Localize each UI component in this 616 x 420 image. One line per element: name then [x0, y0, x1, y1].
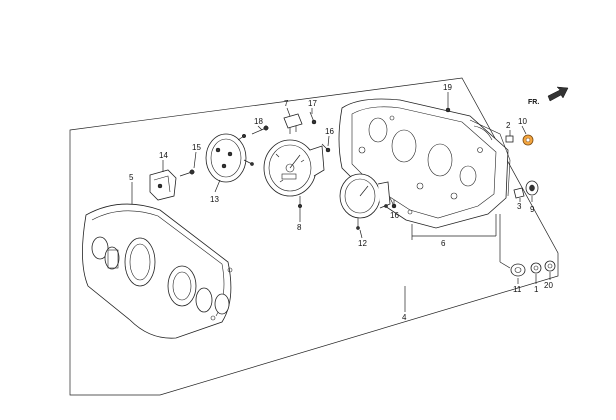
label-part-15: 15	[192, 143, 201, 152]
part-number-labels: 5 14 15 13 18 7 17 16 8 16 12 19 10 2 3 …	[129, 83, 553, 322]
label-part-3: 3	[517, 202, 522, 211]
part-18-screw	[251, 125, 269, 135]
label-part-19: 19	[443, 83, 452, 92]
label-part-12: 12	[358, 239, 367, 248]
label-part-6: 6	[441, 239, 446, 248]
part-17-screw	[309, 111, 317, 125]
part-2-clip	[505, 135, 514, 143]
part-16-screw-a	[321, 143, 331, 153]
label-part-16-b: 16	[390, 211, 399, 220]
part-14-bracket	[149, 169, 177, 201]
label-part-16-a: 16	[325, 127, 334, 136]
label-part-17: 17	[308, 99, 317, 108]
part-8-speedometer	[263, 139, 325, 209]
part-1-washer	[530, 262, 542, 274]
front-direction-label: FR.	[528, 99, 539, 106]
part-10-grommet	[522, 134, 534, 146]
part-9-socket	[525, 180, 539, 196]
part-5-meter-cover	[82, 203, 233, 339]
label-part-14: 14	[159, 151, 168, 160]
label-part-5: 5	[129, 173, 134, 182]
label-part-18: 18	[254, 117, 263, 126]
label-part-20: 20	[544, 281, 553, 290]
part-11-grommet	[510, 263, 526, 277]
part-7-connector	[283, 113, 303, 134]
label-part-11: 11	[513, 285, 522, 294]
frame-outline	[69, 77, 559, 396]
label-part-10: 10	[518, 117, 527, 126]
leader-lines	[131, 92, 551, 312]
label-part-13: 13	[210, 195, 219, 204]
label-part-9: 9	[530, 205, 535, 214]
arrow-icon	[547, 86, 569, 102]
part-20-washer	[544, 260, 556, 272]
part-3-clip	[513, 187, 525, 199]
label-part-4: 4	[402, 313, 407, 322]
part-13-gauge	[205, 133, 254, 183]
front-direction-arrow: FR.	[528, 86, 569, 106]
part-19-screw	[445, 98, 451, 113]
label-part-7: 7	[284, 99, 289, 108]
label-part-8: 8	[297, 223, 302, 232]
part-12-gauge	[339, 173, 391, 230]
label-part-2: 2	[506, 121, 511, 130]
label-part-1: 1	[534, 285, 539, 294]
part-15-screw	[179, 169, 195, 177]
